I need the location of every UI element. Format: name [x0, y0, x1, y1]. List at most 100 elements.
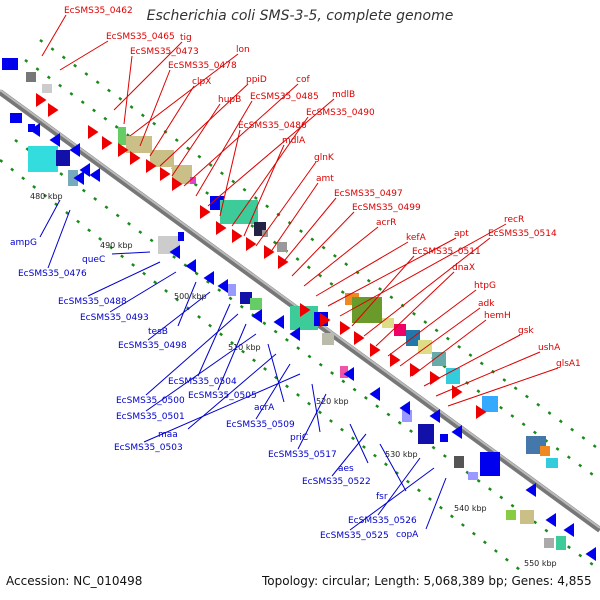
forward-gene-label: glnK [314, 153, 335, 163]
forward-gene-leader [41, 14, 67, 57]
forward-gene-leader [195, 100, 253, 197]
reverse-gene-label: ampG [10, 238, 37, 248]
reverse-gene-arrow [585, 547, 596, 561]
forward-gene-leader [303, 226, 379, 287]
gene-block [406, 330, 420, 346]
forward-gene-label: EcSMS35_0490 [306, 108, 375, 118]
forward-gene-arrow [320, 313, 331, 327]
gene-block [10, 113, 22, 123]
gene-block [394, 324, 406, 336]
forward-gene-label: clpX [192, 77, 211, 87]
reverse-gene-leader [109, 271, 177, 313]
reverse-gene-arrow [251, 309, 262, 323]
reverse-gene-label: EcSMS35_0488 [58, 297, 127, 307]
reverse-gene-leader [267, 343, 285, 403]
gene-block [68, 170, 78, 186]
forward-gene-leader [59, 40, 109, 71]
gene-block [340, 366, 348, 378]
reverse-gene-leader [377, 457, 421, 516]
reverse-gene-arrow [369, 387, 380, 401]
reverse-gene-leader [425, 477, 447, 530]
reverse-gene-label: EcSMS35_0501 [116, 412, 185, 422]
reverse-gene-arrow [343, 367, 354, 381]
gene-block [418, 424, 434, 444]
forward-gene-leader [291, 211, 355, 277]
forward-gene-arrow [232, 229, 243, 243]
gene-block [544, 538, 554, 548]
reverse-gene-arrow [79, 163, 90, 177]
reverse-gene-arrow [203, 271, 214, 285]
forward-gene-label: EcSMS35_0499 [352, 203, 421, 213]
forward-gene-leader [129, 53, 239, 137]
reverse-gene-label: maa [158, 430, 178, 440]
kbp-tick-label: 550 kbp [524, 559, 557, 568]
gene-block [382, 318, 394, 328]
forward-gene-arrow [300, 303, 311, 317]
forward-gene-leader [159, 83, 249, 167]
gene-block [540, 446, 550, 456]
forward-gene-label: EcSMS35_0485 [250, 92, 319, 102]
gene-block [2, 58, 18, 70]
reverse-gene-arrow [451, 425, 462, 439]
kbp-tick-label: 480 kbp [30, 192, 63, 201]
forward-gene-label: gsk [518, 326, 534, 336]
forward-gene-arrow [354, 331, 365, 345]
reverse-gene-label: EcSMS35_0517 [268, 450, 337, 460]
reverse-gene-label: EcSMS35_0504 [168, 377, 237, 387]
forward-gene-leader [375, 271, 455, 347]
gene-block [546, 458, 558, 468]
forward-gene-leader [327, 237, 457, 307]
reverse-gene-leader [147, 291, 211, 341]
forward-gene-label: hupB [218, 95, 241, 105]
forward-gene-label: EcSMS35_0514 [488, 229, 557, 239]
gene-block [28, 146, 58, 172]
gene-block [432, 352, 446, 366]
reverse-gene-label: copA [396, 530, 419, 540]
forward-gene-label: ppiD [246, 75, 267, 85]
gene-block [277, 242, 287, 252]
gene-block [322, 333, 334, 345]
forward-gene-label: amt [316, 174, 334, 184]
reverse-gene-label: EcSMS35_0476 [18, 269, 87, 279]
gene-block [520, 510, 534, 524]
reverse-gene-label: EcSMS35_0525 [320, 531, 389, 541]
reverse-gene-arrow [489, 461, 500, 475]
reverse-gene-label: EcSMS35_0522 [302, 477, 371, 487]
reverse-gene-leader [47, 209, 71, 269]
reverse-gene-label: EcSMS35_0503 [114, 443, 183, 453]
gene-block [190, 177, 196, 184]
reverse-gene-label: acrA [254, 403, 275, 413]
forward-gene-leader [411, 319, 487, 377]
reverse-gene-label: EcSMS35_0526 [348, 516, 417, 526]
reverse-gene-label: EcSMS35_0493 [80, 313, 149, 323]
forward-gene-arrow [200, 205, 211, 219]
forward-gene-leader [387, 289, 477, 357]
forward-gene-label: apt [454, 229, 469, 239]
forward-gene-arrow [88, 125, 99, 139]
forward-gene-leader [231, 116, 309, 227]
forward-gene-leader [315, 241, 409, 297]
gene-block [482, 396, 498, 412]
gene-block [556, 536, 566, 550]
forward-gene-label: adk [478, 299, 495, 309]
reverse-gene-arrow [545, 513, 556, 527]
gene-block [220, 200, 258, 224]
reverse-gene-leader [111, 251, 151, 255]
reverse-gene-arrow [89, 168, 100, 182]
reverse-gene-arrow [185, 259, 196, 273]
forward-gene-leader [363, 237, 491, 337]
reverse-gene-arrow [399, 401, 410, 415]
forward-gene-leader [207, 98, 335, 207]
reverse-gene-label: EcSMS35_0500 [116, 396, 185, 406]
forward-gene-label: dnaX [452, 263, 475, 273]
forward-gene-leader [351, 255, 415, 327]
forward-gene-leader [255, 161, 317, 247]
forward-gene-label: EcSMS35_0497 [334, 189, 403, 199]
reverse-gene-label: queC [82, 255, 105, 265]
reverse-gene-leader [197, 303, 231, 377]
reverse-gene-leader [311, 383, 321, 433]
forward-gene-label: mdlA [282, 136, 306, 146]
reverse-gene-label: EcSMS35_0498 [118, 341, 187, 351]
